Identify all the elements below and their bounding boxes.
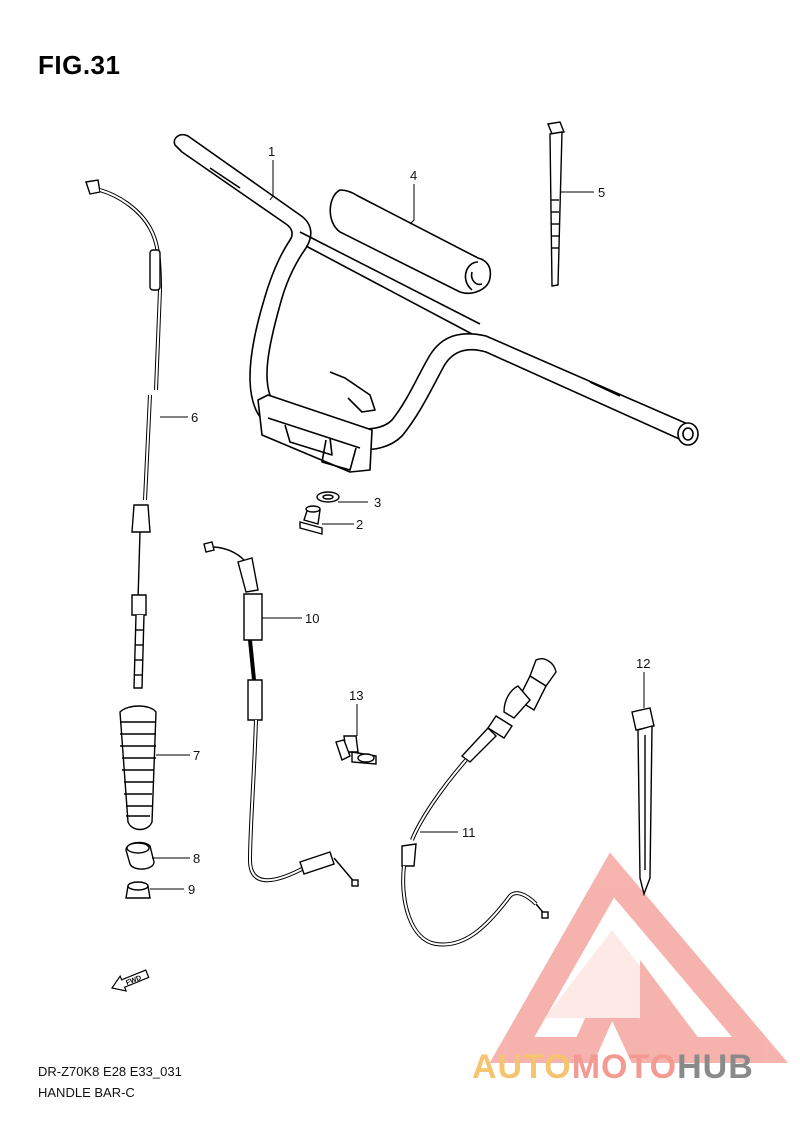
watermark-part-a: AUTO — [472, 1048, 572, 1086]
bolt-part — [299, 505, 323, 535]
throttle-cable-part — [85, 179, 163, 689]
callout-7: 7 — [193, 748, 200, 763]
callout-6: 6 — [191, 410, 198, 425]
cushion-part — [125, 841, 155, 870]
figure-title: FIG.31 — [38, 50, 121, 80]
callout-5: 5 — [598, 185, 605, 200]
cap-part — [125, 881, 151, 899]
callout-3: 3 — [374, 495, 381, 510]
callout-8: 8 — [193, 851, 200, 866]
callout-9: 9 — [188, 882, 195, 897]
section-name: HANDLE BAR-C — [38, 1085, 135, 1100]
callout-2: 2 — [356, 517, 363, 532]
callout-11: 11 — [462, 825, 476, 840]
watermark-logo — [489, 852, 789, 1063]
leader-lines — [150, 160, 645, 890]
fwd-arrow-icon: FWD — [110, 969, 150, 992]
watermark-part-c: HUB — [677, 1048, 754, 1086]
callout-labels: 1 2 3 4 5 6 7 8 9 10 11 12 13 — [188, 144, 650, 897]
cable-boot-part — [119, 705, 157, 831]
handle-bar-pad-part — [329, 189, 492, 294]
model-code: DR-Z70K8 E28 E33_031 — [38, 1064, 182, 1079]
handle-bar-part — [173, 133, 699, 473]
fwd-label: FWD — [125, 975, 142, 987]
clamp-part — [335, 735, 377, 765]
callout-10: 10 — [305, 611, 319, 626]
callout-13: 13 — [349, 688, 363, 703]
callout-1: 1 — [268, 144, 275, 159]
watermark-part-b: MOTO — [571, 1048, 678, 1086]
watermark-text: AUTOMOTOHUB — [472, 1048, 754, 1087]
choke-cable-part — [401, 658, 557, 947]
callout-12: 12 — [636, 656, 650, 671]
front-brake-cable-part — [203, 541, 359, 887]
washer-part — [316, 491, 340, 503]
callout-4: 4 — [410, 168, 417, 183]
cable-tie-part-12 — [631, 707, 655, 897]
cable-tie-part-5 — [547, 121, 565, 287]
